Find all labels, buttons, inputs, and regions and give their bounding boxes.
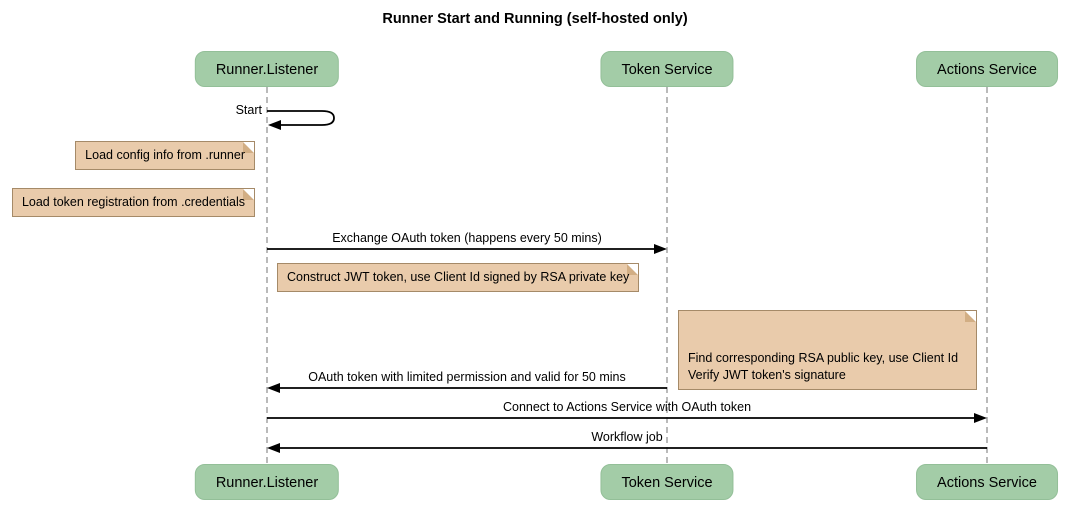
participant-actions-service-bottom: Actions Service: [916, 464, 1058, 500]
note-construct-jwt: Construct JWT token, use Client Id signe…: [277, 263, 640, 292]
arrowhead-exchange-oauth-token: [654, 244, 667, 254]
message-label-oauth-token-return: OAuth token with limited permission and …: [308, 370, 626, 384]
note-text: Construct JWT token, use Client Id signe…: [287, 270, 630, 284]
arrowhead-oauth-token-return: [267, 383, 280, 393]
note-text: Find corresponding RSA public key, use C…: [688, 351, 959, 382]
note-fold-icon: [627, 264, 639, 275]
participant-runner-listener-bottom: Runner.Listener: [194, 464, 340, 500]
note-load-config: Load config info from .runner: [75, 141, 255, 170]
participant-token-service-top: Token Service: [600, 51, 734, 87]
participant-runner-listener-top: Runner.Listener: [194, 51, 340, 87]
diagram-title: Runner Start and Running (self-hosted on…: [382, 11, 688, 27]
message-label-connect-actions-service: Connect to Actions Service with OAuth to…: [502, 400, 752, 414]
message-label-exchange-oauth-token: Exchange OAuth token (happens every 50 m…: [332, 231, 602, 245]
message-label-workflow-job: Workflow job: [591, 430, 663, 444]
note-load-token-registration: Load token registration from .credential…: [11, 188, 255, 217]
note-fold-icon: [965, 311, 976, 322]
note-text: Load config info from .runner: [85, 148, 245, 162]
participant-actions-service-top: Actions Service: [916, 51, 1058, 87]
note-verify-jwt: Find corresponding RSA public key, use C…: [678, 310, 977, 390]
note-text: Load token registration from .credential…: [21, 195, 245, 209]
note-fold-icon: [243, 142, 254, 153]
arrow-start-self-loop: [267, 110, 335, 126]
arrowhead-workflow-job: [267, 443, 280, 453]
arrowhead-connect-actions-service: [974, 413, 987, 423]
participant-token-service-bottom: Token Service: [600, 464, 734, 500]
arrowhead-start: [268, 120, 281, 130]
message-label-start: Start: [235, 103, 262, 117]
note-fold-icon: [243, 189, 254, 200]
